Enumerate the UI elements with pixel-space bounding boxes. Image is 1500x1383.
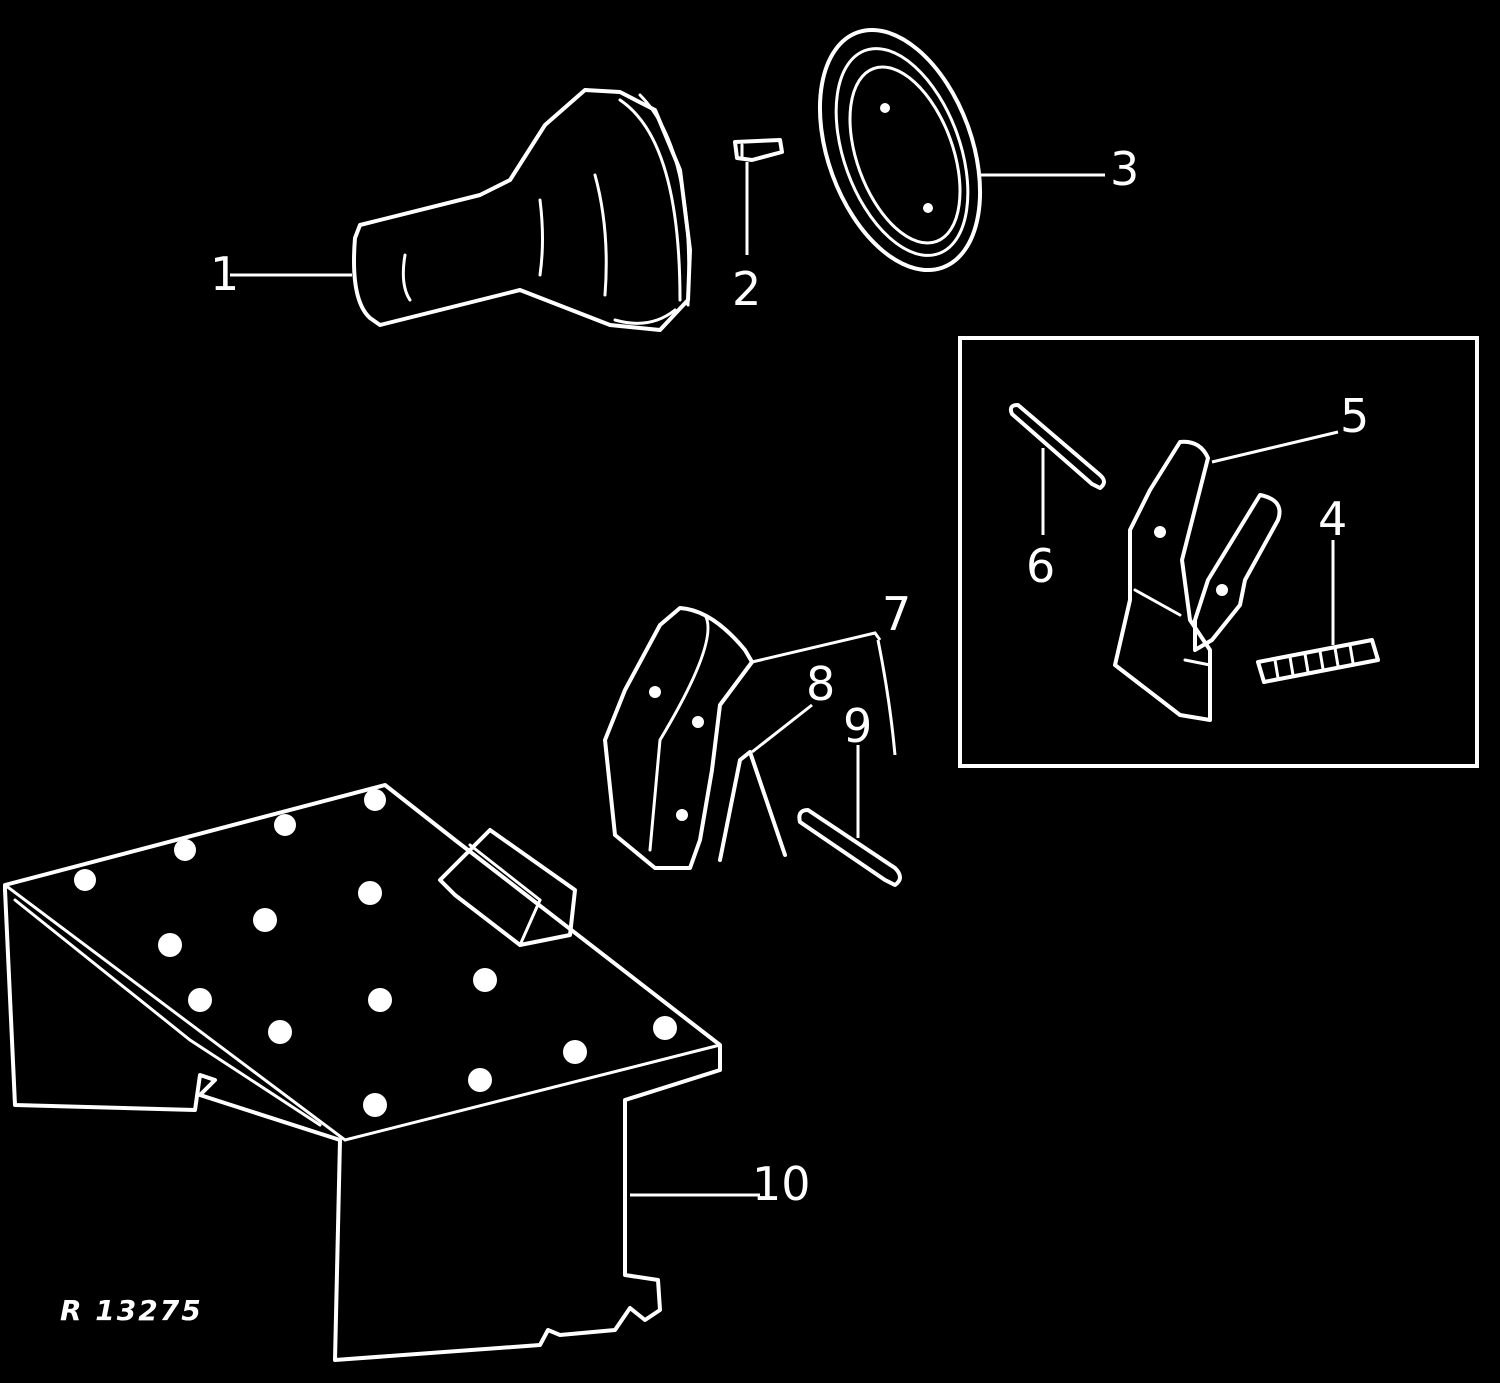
callout-9: 9 xyxy=(843,699,872,753)
part-6-pin xyxy=(1008,403,1106,490)
part-8-spring-wire xyxy=(718,750,787,862)
part-9-pin xyxy=(797,808,902,887)
leader-7 xyxy=(751,631,882,664)
leader-lines xyxy=(230,162,1339,1197)
part-3-ring xyxy=(817,27,983,273)
callout-7: 7 xyxy=(882,587,911,641)
part-7-brake-shoe xyxy=(603,606,754,870)
callout-3: 3 xyxy=(1110,142,1139,196)
callout-6: 6 xyxy=(1026,539,1055,593)
callout-4: 4 xyxy=(1318,492,1347,546)
part-10-base-plate xyxy=(3,783,722,1362)
detail-inset-box xyxy=(958,336,1479,768)
callout-2: 2 xyxy=(732,262,761,316)
leader-8 xyxy=(751,703,813,754)
callout-1: 1 xyxy=(210,247,239,301)
part-5-shoe xyxy=(1113,439,1282,722)
figure-reference: R 13275 xyxy=(60,1294,203,1327)
part-2-screw xyxy=(733,138,784,162)
callout-10: 10 xyxy=(752,1157,811,1211)
leader-5 xyxy=(1211,430,1339,464)
part-4-spring xyxy=(1256,638,1380,684)
callout-5: 5 xyxy=(1340,389,1369,443)
callout-8: 8 xyxy=(806,657,835,711)
part-1-hub xyxy=(352,88,692,332)
